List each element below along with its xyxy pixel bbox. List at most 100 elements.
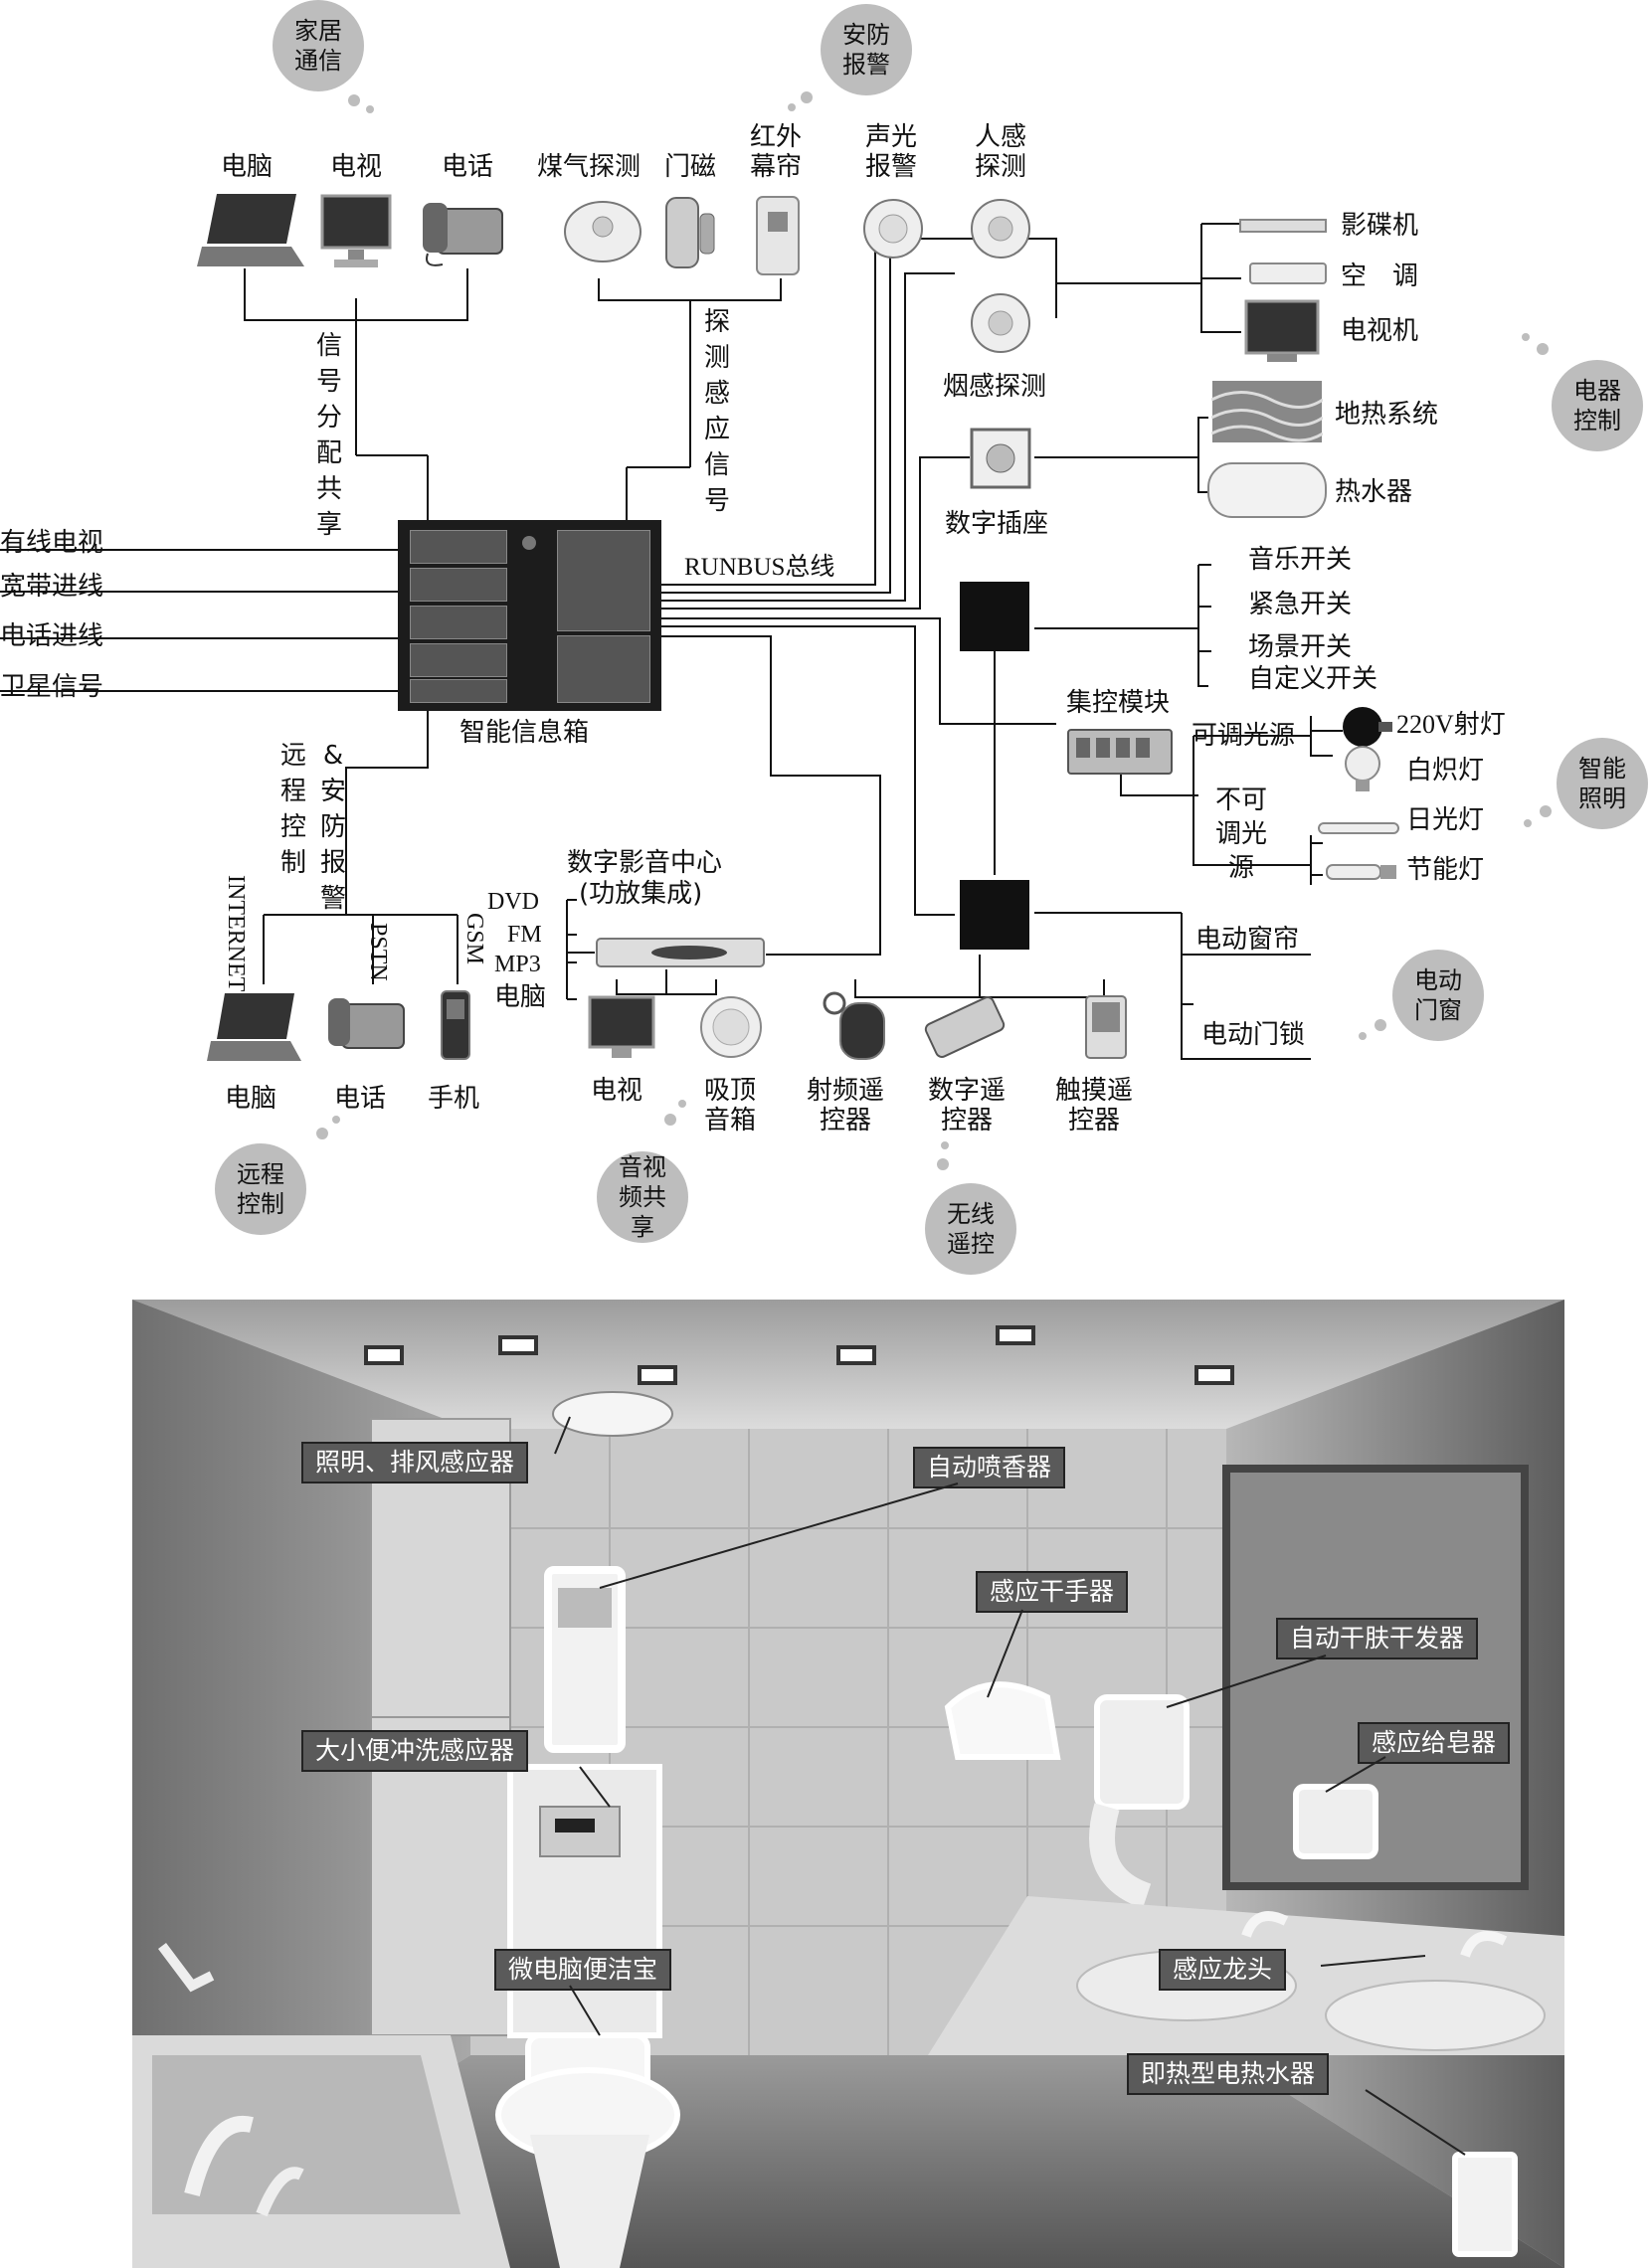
water-heater-icon: [1207, 462, 1327, 518]
appliance-socket: 数字插座: [945, 509, 1049, 539]
digital-remote-icon: [924, 996, 1006, 1058]
bubble-av: 音视频共享: [597, 1151, 688, 1243]
input-cable-tv: 有线电视: [0, 528, 104, 558]
label-instant-water-heater: 即热型电热水器: [1127, 2053, 1330, 2095]
telephone-icon: [423, 203, 503, 266]
label-infrared-curtain: 红外幕帘: [749, 122, 802, 182]
input-broadband: 宽带进线: [0, 572, 104, 602]
rf-remote-label: 射频遥控器: [806, 1076, 884, 1135]
infrared-sensor-icon: [756, 196, 800, 275]
bubble-dot: [788, 103, 796, 111]
label-sensor-faucet: 感应龙头: [1159, 1949, 1287, 1991]
smoke-detector-icon: [971, 293, 1030, 353]
mobile-phone-icon: [441, 990, 470, 1060]
ceiling-speaker-icon: [700, 996, 762, 1058]
touch-remote-label: 触摸遥控器: [1054, 1076, 1133, 1135]
switch-panel-2: [960, 880, 1029, 950]
remote-mobile-label: 手机: [428, 1084, 480, 1114]
label-human-sensor: 人感探测: [974, 122, 1026, 182]
monitor-icon: [320, 194, 392, 267]
hub-name: 智能信息箱: [459, 718, 590, 748]
switch-scene: 场景开关: [1248, 632, 1353, 662]
switch-custom: 自定义开关: [1248, 664, 1378, 694]
av-center-title: 数字影音中心: [567, 848, 723, 878]
bubble-dot: [348, 94, 360, 106]
smart-bathroom-photo: 照明、排风感应器 自动喷香器 感应干手器 自动干肤干发器 大小便冲洗感应器 感应…: [132, 1300, 1564, 2268]
gas-detector-icon: [564, 201, 642, 262]
remote-internet: INTERNET: [223, 875, 249, 992]
bubble-lighting: 智能照明: [1557, 738, 1648, 829]
appliance-floor-heating: 地热系统: [1335, 400, 1439, 430]
av-source-mp3: MP3: [494, 952, 541, 977]
bubble-dot: [366, 105, 374, 113]
door-sensor-icon: [665, 197, 715, 268]
laptop-icon: [197, 194, 304, 266]
bubble-wireless: 无线遥控: [925, 1183, 1016, 1275]
switch-music: 音乐开关: [1248, 545, 1353, 575]
av-tv-icon: [588, 995, 655, 1058]
fluorescent-tube-icon: [1318, 822, 1399, 834]
alarm-icon: [863, 199, 923, 259]
label-computer: 电脑: [221, 152, 274, 182]
switch-emergency: 紧急开关: [1248, 590, 1353, 619]
light-incandescent: 白炽灯: [1406, 756, 1485, 785]
av-receiver-icon: [596, 938, 765, 967]
bubble-dot: [937, 1158, 949, 1170]
bubble-dot: [801, 91, 813, 103]
label-security-alarm: &安防报警: [319, 741, 346, 914]
remote-gsm: GSM: [461, 913, 487, 965]
electric-lock: 电动门锁: [1201, 1020, 1306, 1050]
spotlight-icon: [1343, 707, 1392, 747]
bubble-dot: [332, 1116, 340, 1124]
bubble-dot: [1540, 805, 1552, 817]
air-conditioner-icon: [1249, 262, 1327, 284]
bubble-curtain: 电动门窗: [1392, 950, 1484, 1041]
remote-laptop-icon: [207, 993, 301, 1061]
label-tv: 电视: [330, 152, 383, 182]
remote-telephone-icon: [328, 998, 405, 1049]
central-control-module: 集控模块: [1066, 688, 1171, 718]
appliance-water-heater: 热水器: [1335, 477, 1413, 507]
energy-saving-lamp-icon: [1326, 864, 1396, 880]
touch-remote-icon: [1085, 995, 1127, 1059]
bubble-dot: [316, 1128, 328, 1139]
input-satellite: 卫星信号: [0, 672, 104, 702]
socket-icon: [970, 428, 1031, 489]
light-energy-saving: 节能灯: [1406, 855, 1485, 885]
human-sensor-icon: [971, 199, 1030, 259]
bubble-dot: [1524, 819, 1532, 827]
bubble-dot: [664, 1114, 676, 1126]
bubble-appliance: 电器控制: [1552, 360, 1643, 451]
av-tv-label: 电视: [591, 1076, 643, 1106]
label-door-sensor: 门磁: [664, 152, 717, 182]
av-source-computer: 电脑: [494, 982, 547, 1012]
bubble-dot: [678, 1100, 686, 1108]
bubble-dot: [1537, 343, 1549, 355]
appliance-tv-set: 电视机: [1341, 316, 1419, 346]
digital-remote-label: 数字遥控器: [927, 1076, 1006, 1135]
av-speaker-label: 吸顶音箱: [703, 1076, 756, 1135]
remote-computer-label: 电脑: [225, 1084, 277, 1114]
light-fluorescent: 日光灯: [1406, 805, 1485, 835]
dvd-player-icon: [1239, 219, 1327, 233]
control-module-icon: [1067, 729, 1173, 775]
bubble-remote: 远程控制: [215, 1143, 306, 1235]
input-telephone: 电话进线: [0, 621, 104, 651]
remote-phone-label: 电话: [334, 1084, 387, 1114]
label-smart-toilet-seat: 微电脑便洁宝: [494, 1949, 672, 1991]
bubble-dot: [1522, 333, 1530, 341]
dimmable-source: 可调光源: [1192, 721, 1296, 751]
av-source-dvd: DVD: [487, 889, 539, 915]
smart-info-box: [398, 520, 661, 711]
tv-set-icon: [1244, 299, 1320, 362]
label-soap-dispenser: 感应给皂器: [1358, 1722, 1511, 1764]
bubble-security: 安防报警: [821, 4, 912, 95]
label-smoke-detector: 烟感探测: [943, 372, 1047, 402]
label-gas-detector: 煤气探测: [537, 152, 642, 182]
label-phone: 电话: [442, 152, 494, 182]
bubble-dot: [1359, 1032, 1367, 1040]
label-remote-control: 远程控制: [279, 741, 306, 878]
bubble-dot: [1375, 1019, 1386, 1031]
label-hand-dryer: 感应干手器: [976, 1571, 1129, 1613]
label-signal-share: 信号分配共享: [315, 331, 342, 540]
